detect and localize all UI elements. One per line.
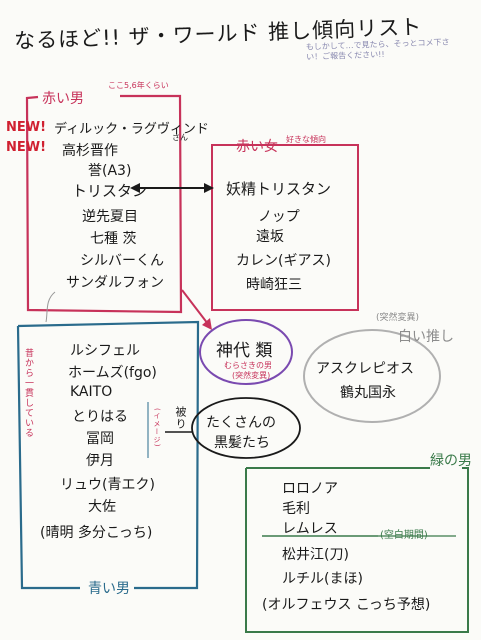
blue-male-item-8: 大佐 — [88, 499, 116, 515]
red-male-label: 赤い男 — [42, 91, 84, 107]
red-male-sublabel: ここ5,6年くらい — [108, 81, 169, 90]
red-male-item-4: トリスタン — [72, 182, 148, 200]
blue-male-item-9: (晴明 多分こっち) — [40, 525, 153, 541]
green-male-box — [245, 467, 469, 633]
green-male-label: 緑の男 — [430, 453, 472, 469]
red-male-item-8: サンダルフォン — [66, 275, 164, 291]
green-male-item-1: ロロノア — [282, 481, 338, 497]
red-female-label: 赤い女 — [236, 139, 278, 155]
blue-male-item-7: リュウ(青エク) — [60, 477, 155, 493]
blue-male-item-4: とりはる — [72, 409, 128, 425]
blue-male-side-note: 昔から一貫している — [23, 348, 33, 438]
white-item-2: 鶴丸国永 — [340, 385, 396, 401]
kurokami-side: 被り — [174, 406, 187, 430]
red-blue-connector — [45, 291, 56, 323]
blue-male-item-1: ルシフェル — [70, 343, 140, 359]
green-male-item-4: 松井江(刀) — [282, 547, 349, 563]
new-badge-2: NEW! — [6, 140, 47, 155]
blue-male-item-3: KAITO — [70, 384, 113, 400]
white-oval — [303, 329, 441, 423]
blue-male-item-6: 伊月 — [86, 453, 114, 469]
red-female-item-4: カレン(ギアス) — [236, 253, 331, 269]
red-male-item-3: 誉(A3) — [88, 163, 132, 179]
kurokami-text-1: たくさんの — [206, 415, 276, 431]
red-female-item-1: 妖精トリスタン — [226, 180, 332, 198]
blue-male-item-2: ホームズ(fgo) — [68, 365, 157, 381]
blue-male-box — [16, 320, 200, 590]
kamishiro-name: 神代 類 — [216, 341, 273, 361]
blue-image-note: (イメージ) — [153, 408, 161, 448]
red-male-item-6: 七種 茨 — [90, 231, 137, 247]
red-male-item-1: ディルック・ラグヴィンド — [54, 122, 209, 137]
kamishiro-note-1: むらさきの男 — [224, 361, 272, 370]
red-male-item-2: 高杉晋作 — [62, 143, 118, 159]
kurokami-circle — [191, 397, 301, 459]
kamishiro-note-2: (突然変異) — [232, 371, 271, 380]
kamishiro-arrow — [181, 289, 209, 325]
red-female-item-5: 時崎狂三 — [246, 277, 302, 293]
green-male-item-2: 毛利 — [282, 501, 310, 517]
green-period-label: (空白期間) — [380, 530, 428, 541]
arrow-left-head — [130, 183, 140, 193]
arrow-right-head — [204, 183, 214, 193]
red-female-item-2: ノップ — [258, 209, 300, 225]
red-male-box — [25, 94, 183, 314]
blue-male-label: 青い男 — [84, 578, 134, 598]
red-male-item-5: 逆先夏目 — [82, 209, 138, 225]
green-male-item-6: (オルフェウス こっち予想) — [262, 597, 431, 613]
white-sublabel: (突然変異) — [376, 313, 420, 323]
red-male-item-7: シルバーくん — [80, 253, 164, 269]
new-badge-1: NEW! — [6, 120, 47, 135]
green-male-item-3: レムレス — [282, 521, 338, 537]
red-male-suffix: さん — [172, 133, 188, 142]
white-label: 白い推し — [398, 329, 454, 345]
kamishiro-arrow-head — [202, 318, 212, 330]
green-male-item-5: ルチル(まほ) — [282, 571, 363, 587]
white-item-1: アスクレピオス — [316, 361, 414, 377]
red-female-item-3: 遠坂 — [256, 229, 284, 245]
blue-male-item-5: 冨岡 — [86, 431, 114, 447]
kamishiro-circle — [199, 319, 293, 385]
red-female-sublabel: 好きな傾向 — [286, 135, 326, 144]
kurokami-text-2: 黒髪たち — [214, 435, 270, 451]
red-female-box-top — [211, 144, 359, 311]
